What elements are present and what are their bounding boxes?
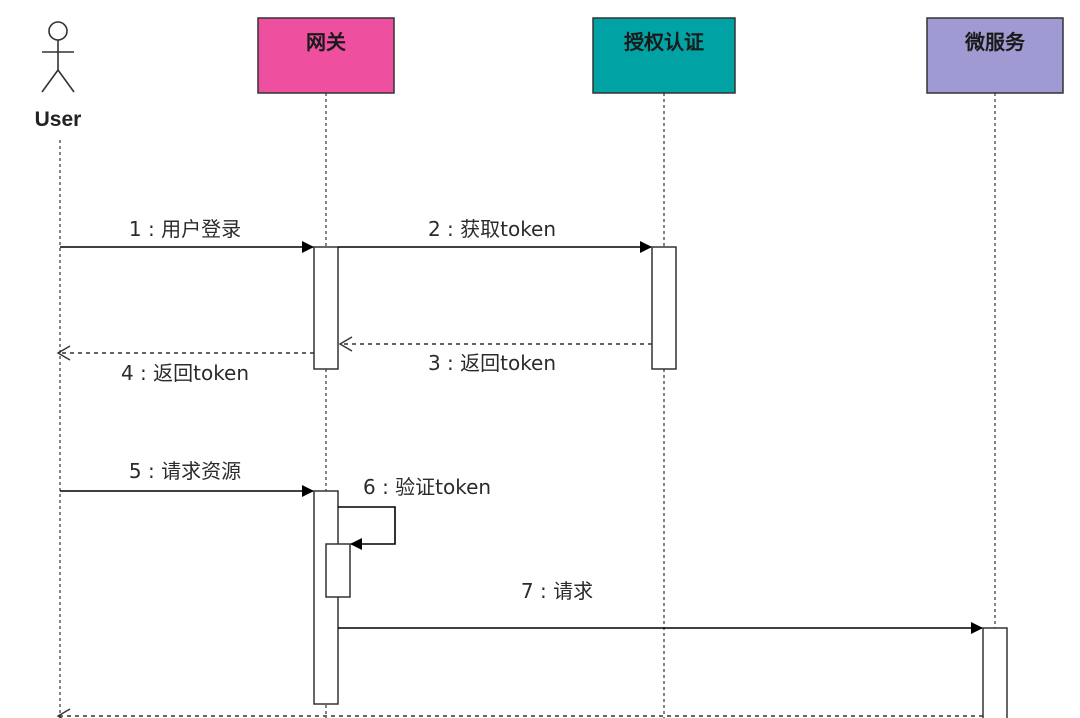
- message-3-arrowhead: [338, 336, 353, 352]
- activation-gateway-self: [325, 543, 351, 598]
- message-2-label: 2 : 获取token: [428, 217, 556, 241]
- activation-auth-1: [651, 246, 677, 370]
- message-4-arrowhead: [56, 345, 71, 361]
- actor-user-icon: [41, 21, 75, 93]
- message-8-arrowhead: [56, 708, 71, 718]
- message-5-label: 5 : 请求资源: [129, 459, 241, 483]
- activation-micro-1: [982, 627, 1008, 718]
- message-6-arrow: [338, 506, 396, 550]
- participant-gateway-box: [257, 17, 395, 94]
- message-1-label: 1 : 用户登录: [129, 217, 241, 241]
- participant-micro-label: 微服务: [964, 30, 1026, 54]
- activation-gateway-1: [313, 246, 339, 370]
- actor-user-label: User: [35, 108, 82, 131]
- message-3-label: 3 : 返回token: [428, 351, 556, 375]
- participant-micro-box: [926, 17, 1064, 94]
- participant-gateway-label: 网关: [306, 30, 346, 54]
- message-4-label: 4 : 返回token: [121, 361, 249, 385]
- participant-auth-box: [592, 17, 736, 94]
- message-7-label: 7 : 请求: [521, 579, 593, 603]
- message-6-label: 6 : 验证token: [363, 475, 491, 499]
- participant-auth-label: 授权认证: [624, 30, 704, 54]
